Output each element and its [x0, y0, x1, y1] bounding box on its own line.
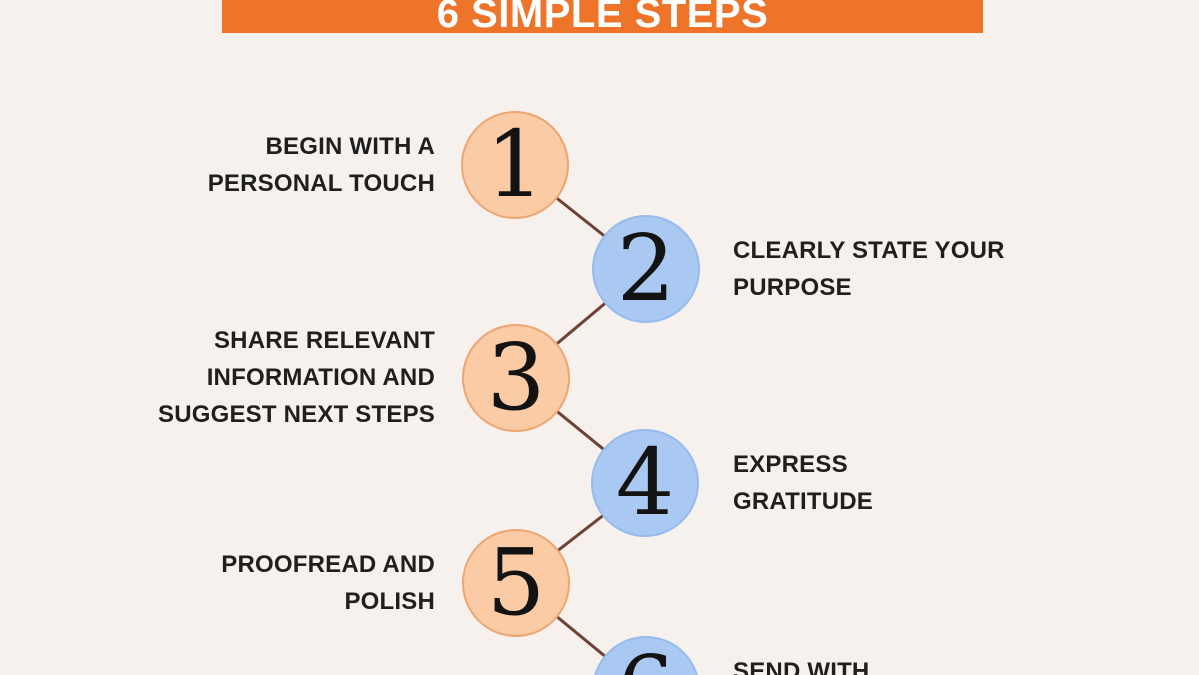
step-number-6: 6 — [617, 644, 676, 675]
title-banner — [222, 0, 983, 33]
step-number-5: 5 — [486, 529, 546, 636]
step-number-3: 3 — [486, 324, 546, 431]
step-label-6: SEND WITH — [733, 658, 870, 675]
step-label-3: SHARE RELEVANT INFORMATION AND SUGGEST N… — [158, 327, 435, 428]
step-circle-2: 2 — [592, 215, 700, 323]
step-number-4: 4 — [615, 429, 675, 536]
step-number-2: 2 — [616, 215, 676, 322]
step-label-5: PROOFREAD AND POLISH — [221, 551, 435, 615]
step-circle-4: 4 — [591, 429, 699, 537]
step-circle-1: 1 — [461, 111, 569, 219]
page-title: 6 SIMPLE STEPS — [436, 0, 769, 36]
step-label-1: BEGIN WITH A PERSONAL TOUCH — [207, 133, 435, 197]
step-circle-5: 5 — [462, 529, 570, 637]
step-label-2: CLEARLY STATE YOUR PURPOSE — [733, 237, 1005, 301]
step-label-4: EXPRESS GRATITUDE — [733, 451, 874, 515]
step-circle-3: 3 — [462, 324, 570, 432]
step-number-1: 1 — [485, 111, 545, 218]
